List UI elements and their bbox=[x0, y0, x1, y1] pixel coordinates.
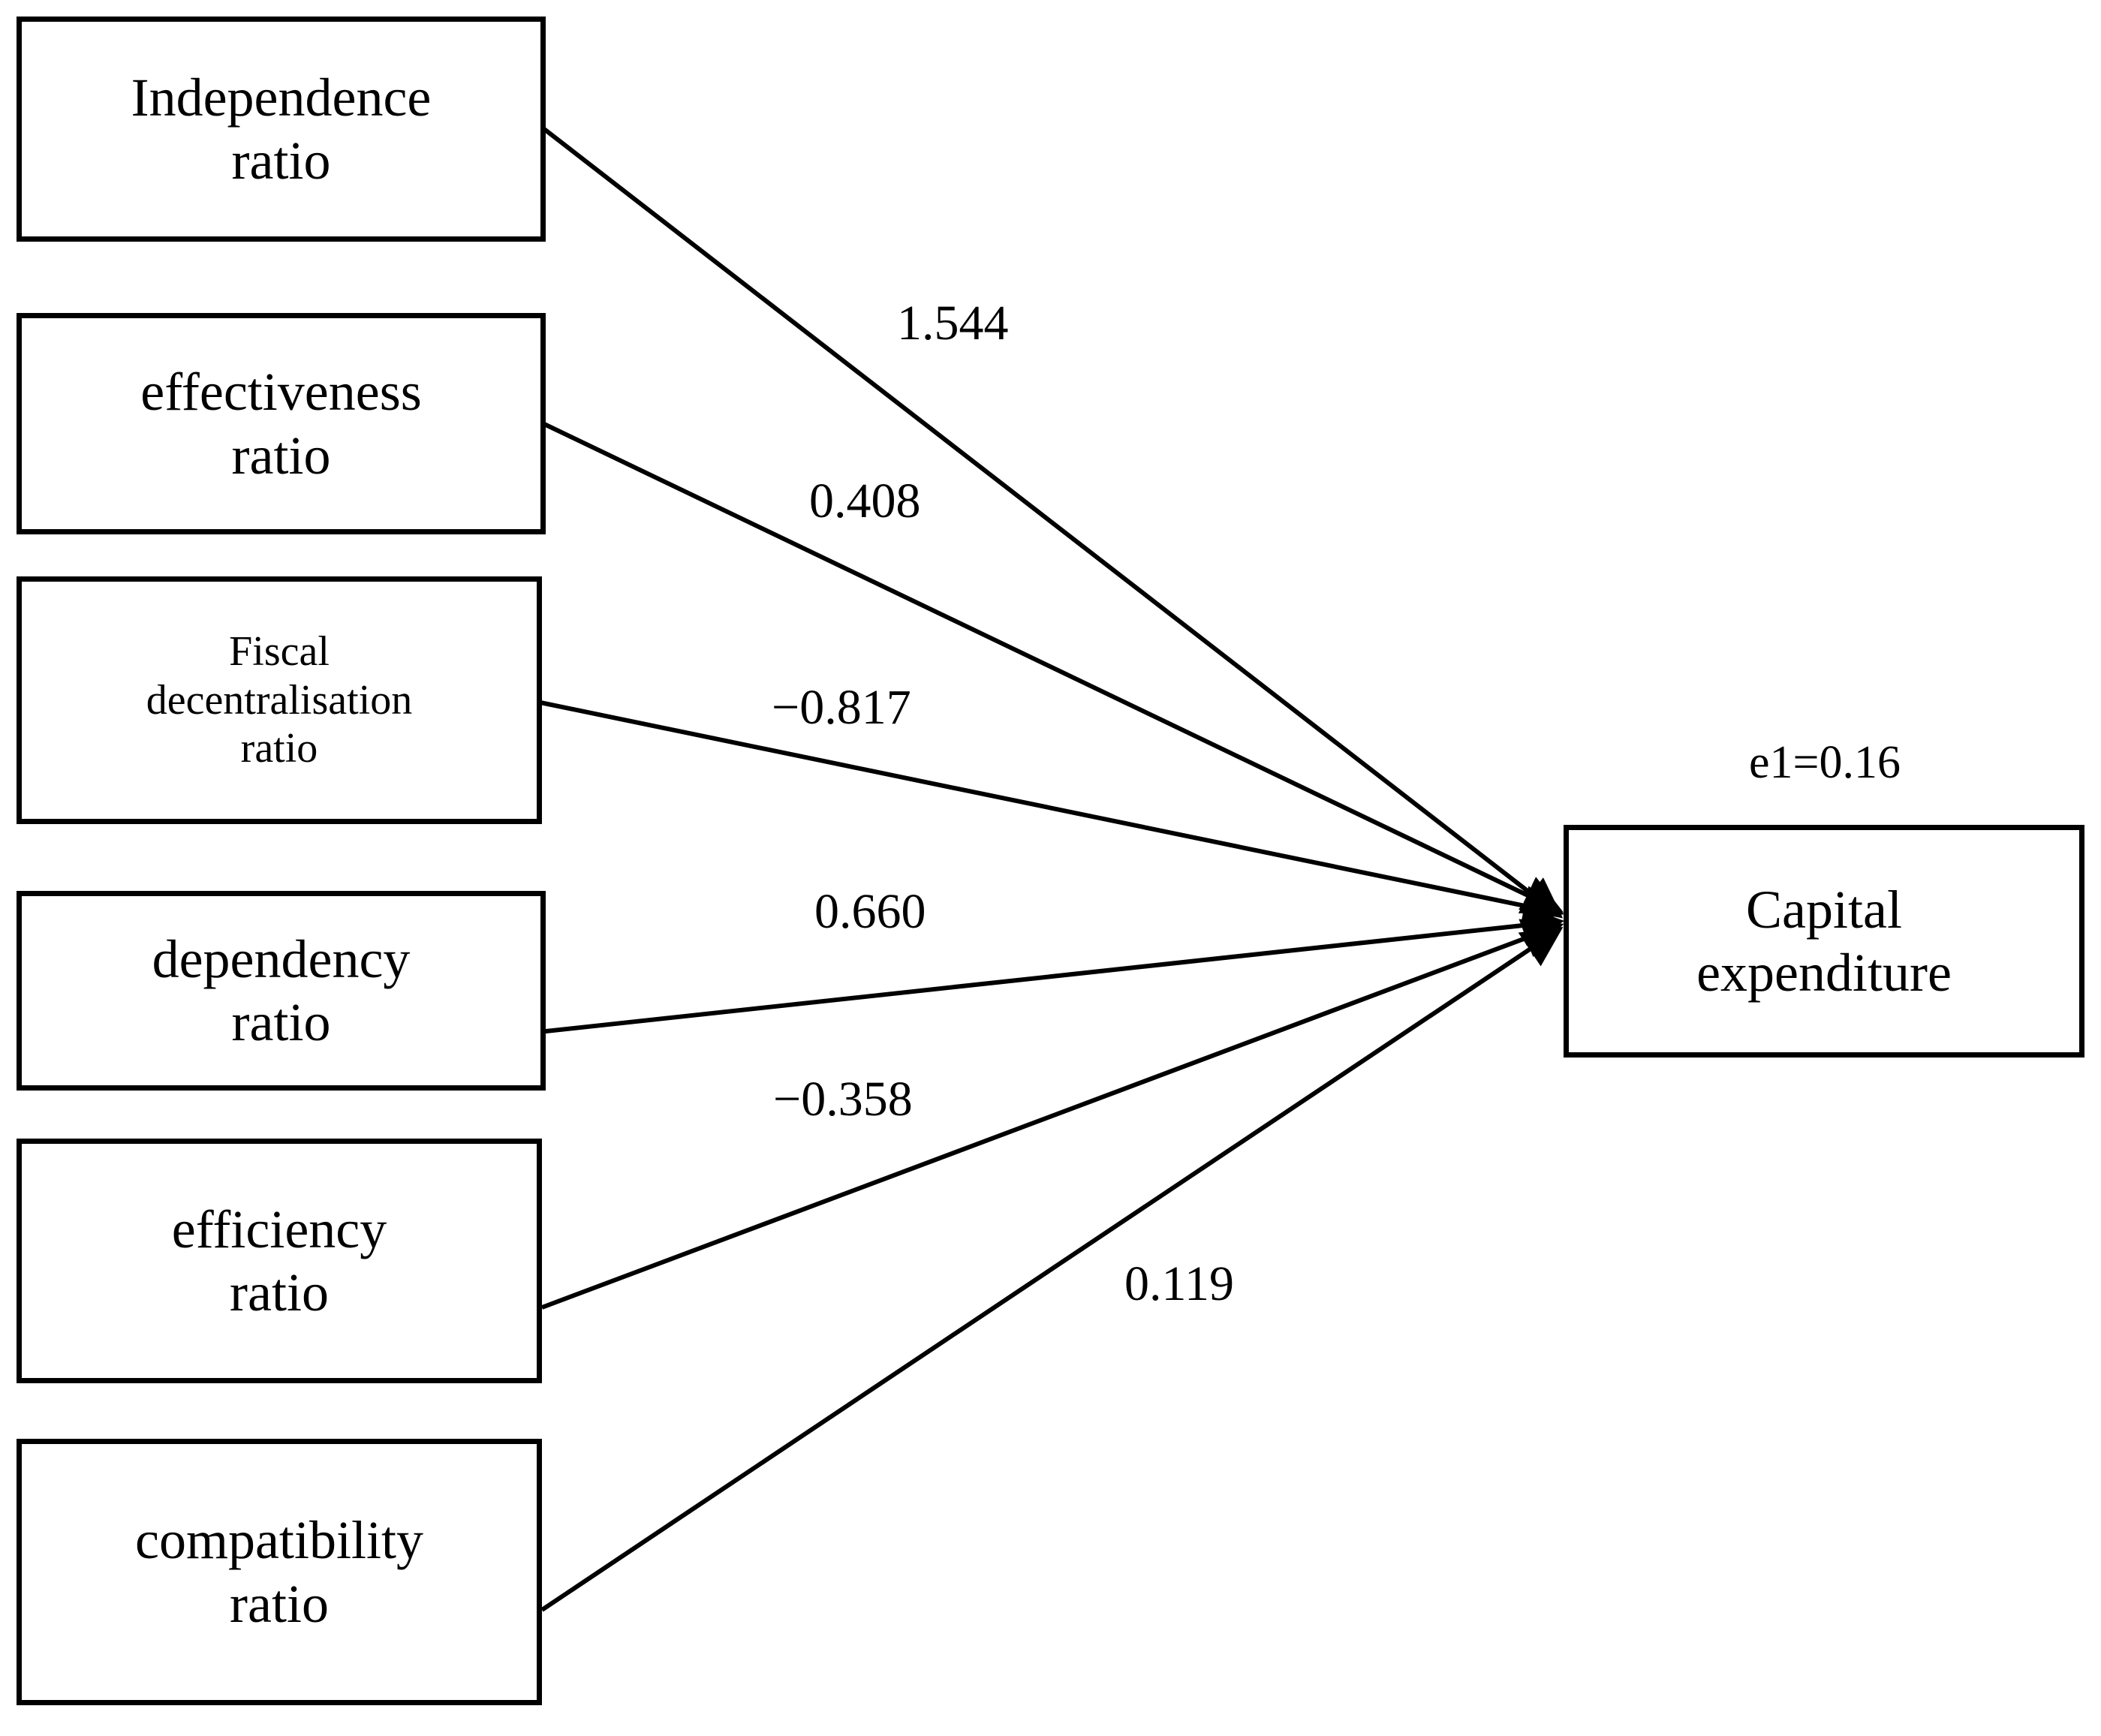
node-label-efficiency: efficiency ratio bbox=[171, 1199, 387, 1322]
node-compatibility-ratio[interactable]: compatibility ratio bbox=[17, 1439, 542, 1705]
node-fiscal-decentralisation-ratio[interactable]: Fiscal decentralisation ratio bbox=[17, 576, 542, 824]
path-line-independence bbox=[543, 127, 1564, 919]
node-capital-expenditure[interactable]: Capital expenditure bbox=[1564, 825, 2084, 1058]
path-label-fiscal: −0.817 bbox=[772, 680, 911, 735]
node-label-independence: Independence ratio bbox=[131, 67, 432, 191]
path-line-dependency bbox=[538, 905, 1564, 1034]
path-label-dependency: 0.660 bbox=[814, 884, 926, 939]
path-label-effectiveness: 0.408 bbox=[809, 474, 921, 528]
node-effectiveness-ratio[interactable]: effectiveness ratio bbox=[17, 313, 546, 534]
node-label-compatibility: compatibility ratio bbox=[135, 1510, 423, 1634]
node-efficiency-ratio[interactable]: efficiency ratio bbox=[17, 1139, 542, 1383]
node-label-capital-expenditure: Capital expenditure bbox=[1696, 879, 1952, 1003]
path-label-efficiency: −0.358 bbox=[773, 1072, 913, 1127]
node-label-fiscal: Fiscal decentralisation ratio bbox=[146, 627, 413, 772]
path-line-effectiveness bbox=[543, 422, 1564, 913]
path-line-fiscal bbox=[536, 700, 1564, 926]
node-label-dependency: dependency ratio bbox=[152, 928, 411, 1052]
error-term-label: e1=0.16 bbox=[1749, 737, 1901, 788]
path-line-efficiency bbox=[540, 919, 1564, 1310]
path-line-compatibility bbox=[540, 926, 1564, 1612]
path-label-compatibility: 0.119 bbox=[1124, 1256, 1235, 1311]
path-label-independence: 1.544 bbox=[897, 296, 1009, 351]
node-label-effectiveness: effectiveness ratio bbox=[140, 362, 422, 486]
node-dependency-ratio[interactable]: dependency ratio bbox=[17, 891, 546, 1091]
node-independence-ratio[interactable]: Independence ratio bbox=[17, 17, 546, 242]
